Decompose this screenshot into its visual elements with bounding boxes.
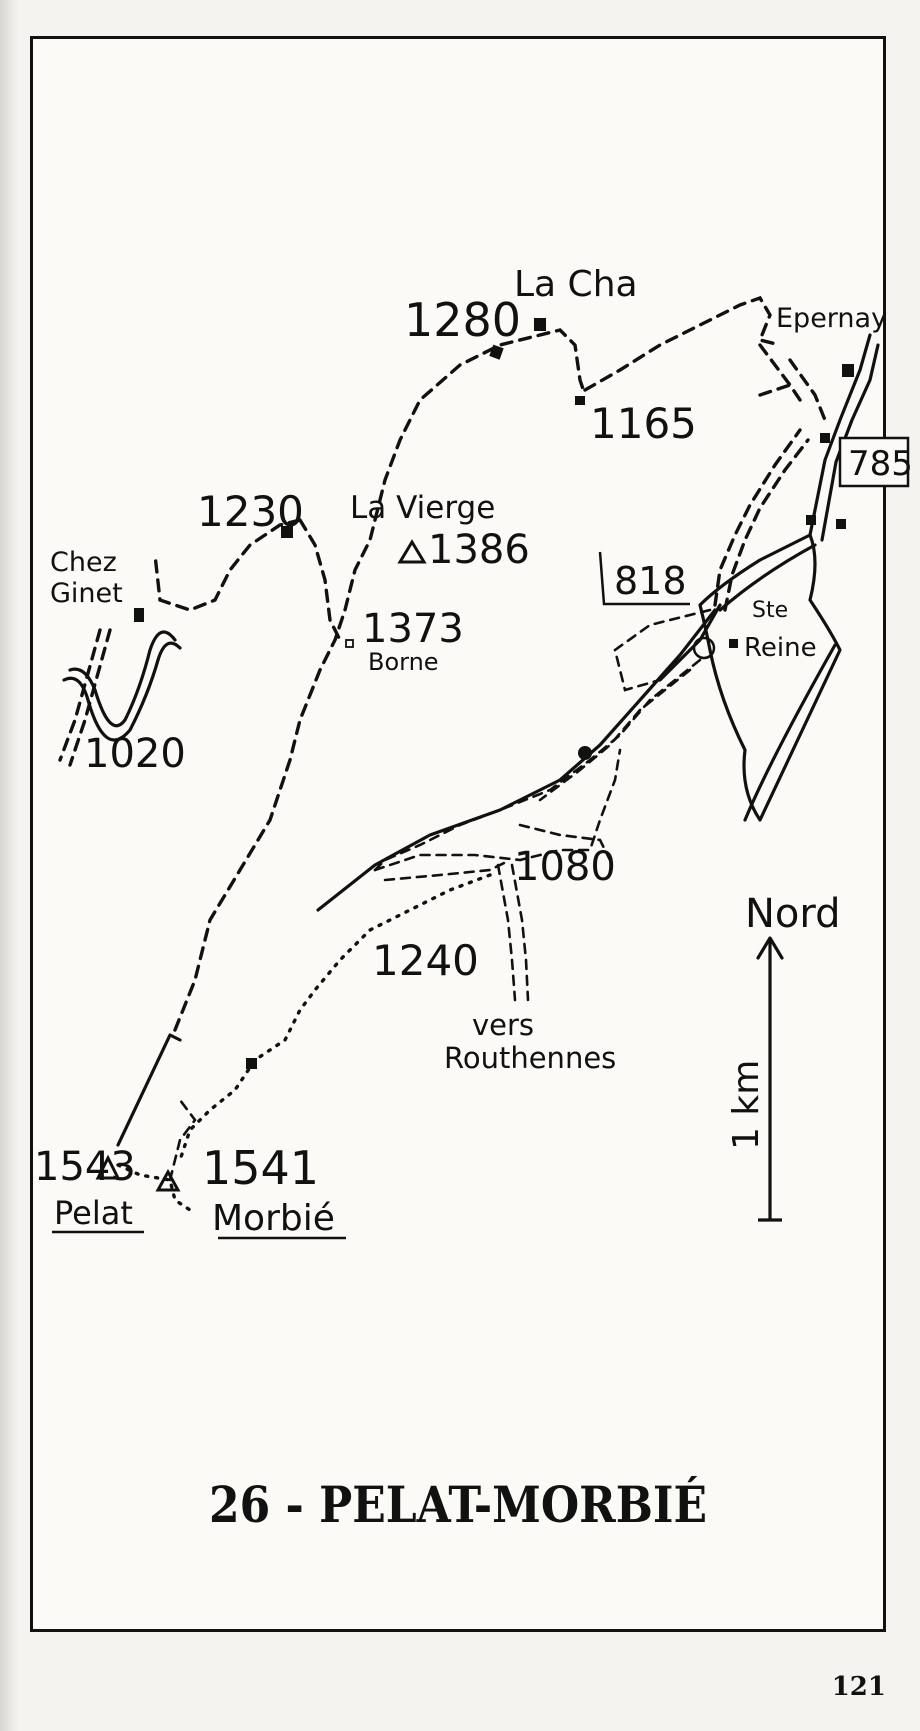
summit-1543-triangle bbox=[95, 1154, 121, 1180]
label-1280: 1280 bbox=[404, 293, 521, 347]
label-1386: 1386 bbox=[428, 527, 530, 573]
label-1373: 1373 bbox=[362, 606, 464, 652]
borne-marker bbox=[345, 639, 354, 648]
building-epernay bbox=[842, 364, 854, 377]
building-morbie-road bbox=[246, 1058, 257, 1069]
label-la-vierge: La Vierge bbox=[350, 490, 495, 526]
building-1230 bbox=[281, 526, 293, 538]
trail-pelat-morbie-loop bbox=[168, 1098, 197, 1182]
road-network bbox=[62, 333, 880, 1147]
label-1165: 1165 bbox=[590, 399, 697, 448]
building-785-d bbox=[836, 519, 846, 529]
label-vers: vers bbox=[472, 1008, 534, 1042]
road-ste-reine-loop bbox=[698, 533, 842, 822]
building-ste-reine bbox=[729, 639, 738, 648]
building-785-a bbox=[820, 433, 830, 443]
building-1280 bbox=[489, 344, 504, 360]
road-785-right bbox=[820, 343, 880, 542]
trail-1020 bbox=[58, 628, 112, 767]
label-la-cha: La Cha bbox=[514, 264, 638, 305]
page-shadow bbox=[0, 0, 18, 1731]
building-ginet bbox=[134, 608, 144, 622]
trail-la-cha-epernay bbox=[583, 295, 782, 392]
trail-1080-loop-2 bbox=[383, 823, 612, 882]
building-785-c bbox=[806, 515, 816, 525]
road-818-box bbox=[598, 551, 690, 606]
trail-818-parallel-1 bbox=[613, 608, 712, 692]
label-morbie: Morbié bbox=[212, 1198, 335, 1239]
road-785-box bbox=[838, 436, 910, 488]
trail-ste-reine-north bbox=[713, 428, 802, 607]
label-ste: Ste bbox=[752, 598, 788, 623]
label-1543: 1543 bbox=[34, 1144, 136, 1190]
label-epernay: Epernay bbox=[776, 303, 887, 334]
road-serpentine-1 bbox=[68, 630, 177, 728]
trail-1080-loop bbox=[373, 748, 622, 872]
trail-epernay-down bbox=[758, 343, 827, 422]
label-1020: 1020 bbox=[84, 731, 186, 777]
labels: 1280 La Cha Epernay 1165 785 1230 La Vie… bbox=[34, 264, 913, 1239]
label-818: 818 bbox=[614, 559, 687, 603]
trail-parallel-2 bbox=[538, 668, 692, 802]
label-785: 785 bbox=[848, 444, 913, 484]
trail-pelat-morbie bbox=[116, 1163, 192, 1212]
label-routhennes: Routhennes bbox=[444, 1041, 616, 1075]
label-1541: 1541 bbox=[202, 1141, 319, 1195]
label-1240: 1240 bbox=[372, 936, 479, 985]
label-reine: Reine bbox=[744, 633, 817, 663]
label-ginet: Ginet bbox=[50, 578, 123, 609]
road-785-left bbox=[808, 333, 872, 537]
page-title: 26 - PELAT-MORBIÉ bbox=[208, 1475, 708, 1534]
label-1230: 1230 bbox=[197, 487, 304, 536]
trail-epernay-west bbox=[758, 383, 792, 397]
road-pelat bbox=[116, 1033, 182, 1147]
building-1165 bbox=[575, 396, 585, 405]
junction-dot bbox=[578, 746, 592, 760]
north-arrow bbox=[756, 936, 784, 1222]
trail-routhennes bbox=[496, 863, 530, 1002]
label-pelat: Pelat bbox=[54, 1194, 133, 1232]
label-1080: 1080 bbox=[514, 844, 616, 890]
trail-ste-reine-north-2 bbox=[723, 438, 810, 612]
page-number: 121 bbox=[831, 1672, 886, 1702]
road-ste-reine-inner bbox=[718, 543, 837, 822]
trail-main-ridge bbox=[173, 328, 587, 1032]
trail-1240 bbox=[178, 873, 492, 1162]
label-chez: Chez bbox=[50, 547, 117, 578]
building-la-cha bbox=[534, 318, 546, 331]
summit-1541-triangle bbox=[155, 1168, 181, 1192]
label-borne: Borne bbox=[368, 648, 439, 676]
buildings bbox=[134, 318, 858, 1069]
church-ste-reine bbox=[692, 636, 716, 660]
trail-network bbox=[58, 295, 827, 1212]
map-frame bbox=[30, 36, 886, 1632]
label-1-km: 1 km bbox=[726, 1060, 767, 1150]
summit-1386-triangle bbox=[397, 539, 427, 564]
label-nord: Nord bbox=[745, 891, 841, 937]
trail-1230-ginet bbox=[153, 518, 342, 642]
